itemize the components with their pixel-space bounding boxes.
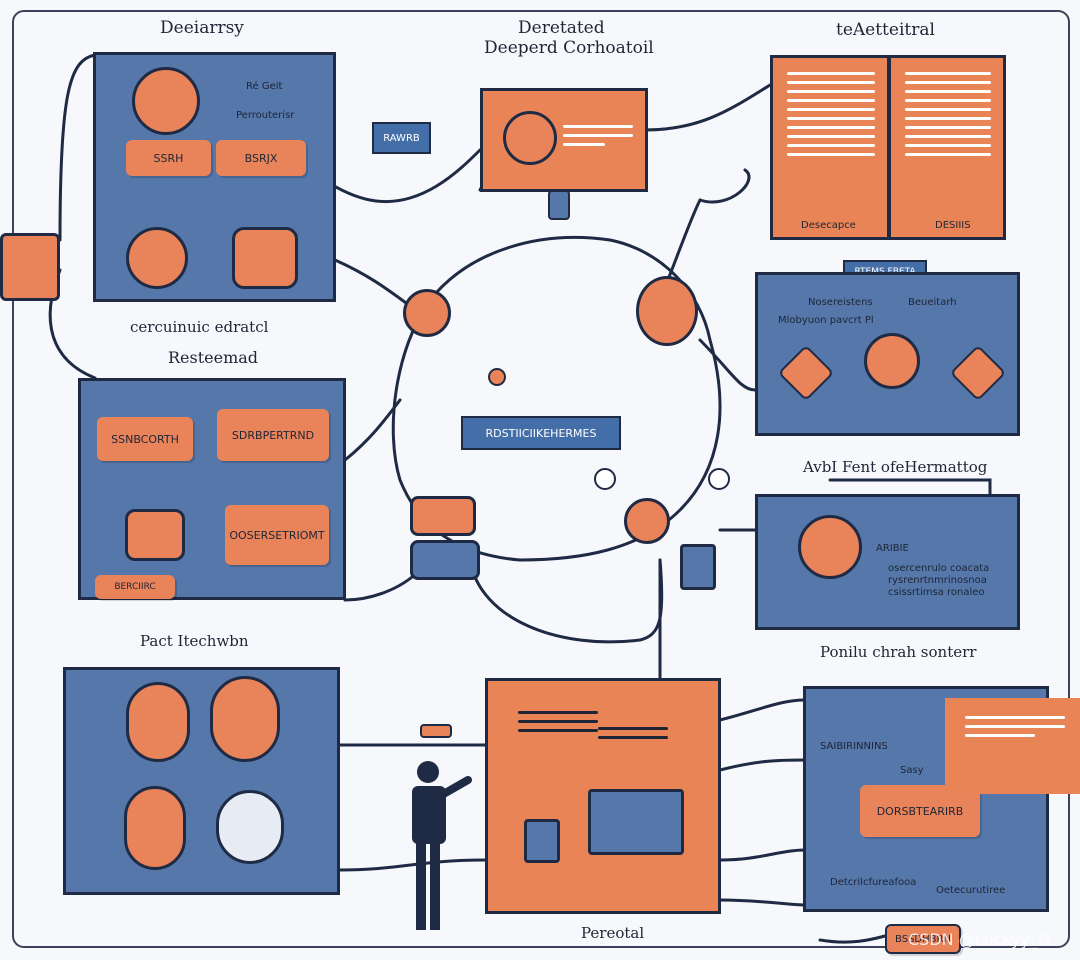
bottom-left-panel[interactable] [63,667,340,895]
computer-icon [125,509,185,561]
bottom-right-line-1: Detcrilcfureafooa [830,877,917,888]
bottom-left-title: Pact Itechwbn [140,632,249,650]
user-icon [132,67,200,135]
chat-icon [232,227,298,289]
bottom-center-lines-1 [518,711,598,738]
top-center-title-1: Deretated [518,18,605,38]
top-center-panel[interactable] [480,88,648,192]
small-node-1 [488,368,506,386]
stack-icon[interactable] [410,496,476,536]
left-mid-chip-4[interactable]: BERCIIRC [95,575,175,599]
small-node-3 [708,468,730,490]
doc-2-lines [905,72,991,162]
team-member-2-avatar [210,676,280,762]
top-right-doc-2[interactable]: DESIIIS [888,55,1006,240]
watermark: CSDN @Luckyy_D [908,930,1051,949]
right-lower-line-2: rysrenrtnmrinosnoa [888,575,987,586]
overlay-card-lines [965,716,1065,743]
right-mid-line-1: Nosereistens [808,297,873,308]
team-member-4-avatar [216,790,284,864]
right-mid-panel[interactable]: Nosereistens Beueitarh Mlobyuon pavcrt P… [755,272,1020,436]
top-right-title: teAetteitral [836,20,935,40]
top-right-label-1: Desecapce [801,220,856,231]
left-mid-chip-1[interactable]: SSNBCORTH [97,417,193,461]
doc-1-lines [787,72,875,162]
diagram-frame [12,10,1070,948]
robot-head-icon [864,333,920,389]
right-mid-line-3: Mlobyuon pavcrt Pl [778,315,874,326]
right-lower-line-3: csissrtimsa ronaleo [888,587,985,598]
right-lower-title: AvbI Fent ofeHermattog [803,458,988,476]
top-center-title-2: Deeperd Corhoatoil [484,38,654,58]
robot-icon [503,111,557,165]
right-lower-line-1: osercenrulo coacata [888,563,990,574]
top-left-panel: Ré Geit Perrouterisr SSRH BSRJX [93,52,336,302]
bottom-right-tag-1: SAIBIRINNINS [820,741,888,752]
left-mid-chip-3[interactable]: OOSERSETRIOMT [225,505,329,565]
presenter-figure [412,761,472,930]
bottom-right-title: Ponilu chrah sonterr [820,643,977,661]
top-left-title: Deeiarrsy [160,18,244,38]
bottom-right-tag-2: Sasy [900,765,924,776]
left-mid-chip-2[interactable]: SDRBPERTRND [217,409,329,461]
left-mid-panel[interactable]: SSNBCORTH SDRBPERTRND OOSERSETRIOMT BERC… [78,378,346,600]
tablet-icon [524,819,560,863]
bottom-center-panel[interactable] [485,678,721,914]
side-document-icon [0,233,60,301]
bottom-center-lines-2 [598,727,668,745]
right-mid-line-2: Beueitarh [908,297,957,308]
left-mid-title: Resteemad [168,348,259,367]
document-icon [126,227,188,289]
monitor-icon [588,789,684,855]
person-icon [798,515,862,579]
database-icon[interactable] [410,540,480,580]
pin-icon [548,190,570,220]
top-right-doc-1[interactable]: Desecapce [770,55,890,240]
top-center-text-lines [563,125,633,152]
top-center-tag[interactable]: RAWRB [372,122,431,154]
bottom-right-line-2: Oetecurutiree [936,885,1006,896]
file-icon[interactable] [680,544,716,590]
right-lower-panel[interactable]: ARIBIE osercenrulo coacata rysrenrtnmrin… [755,494,1020,630]
top-left-side-text-1: Ré Geit [246,81,283,92]
right-lower-tag: ARIBIE [876,543,909,554]
bottom-tag[interactable]: BSSDHBRN [885,924,961,954]
top-left-chip-1[interactable]: SSRH [126,140,211,176]
top-left-side-text-2: Perrouterisr [236,110,295,121]
diamond-right-icon [949,344,1007,402]
team-member-1-avatar [126,682,190,762]
bottom-center-caption: Pereotal [581,924,645,942]
diamond-left-icon [777,344,835,402]
home-icon[interactable] [403,289,451,337]
center-label[interactable]: RDSTIICIIKEHERMES [461,416,621,450]
hub-right-icon[interactable] [636,276,698,346]
team-member-3-avatar [124,786,186,870]
top-right-label-2: DESIIIS [935,220,971,231]
bottom-right-overlay-card[interactable] [945,698,1080,794]
top-left-caption: cercuinuic edratcl [130,318,269,336]
top-left-chip-2[interactable]: BSRJX [216,140,306,176]
hub-bottom-icon[interactable] [624,498,670,544]
small-node-2 [594,468,616,490]
small-capsule-icon [420,724,452,738]
